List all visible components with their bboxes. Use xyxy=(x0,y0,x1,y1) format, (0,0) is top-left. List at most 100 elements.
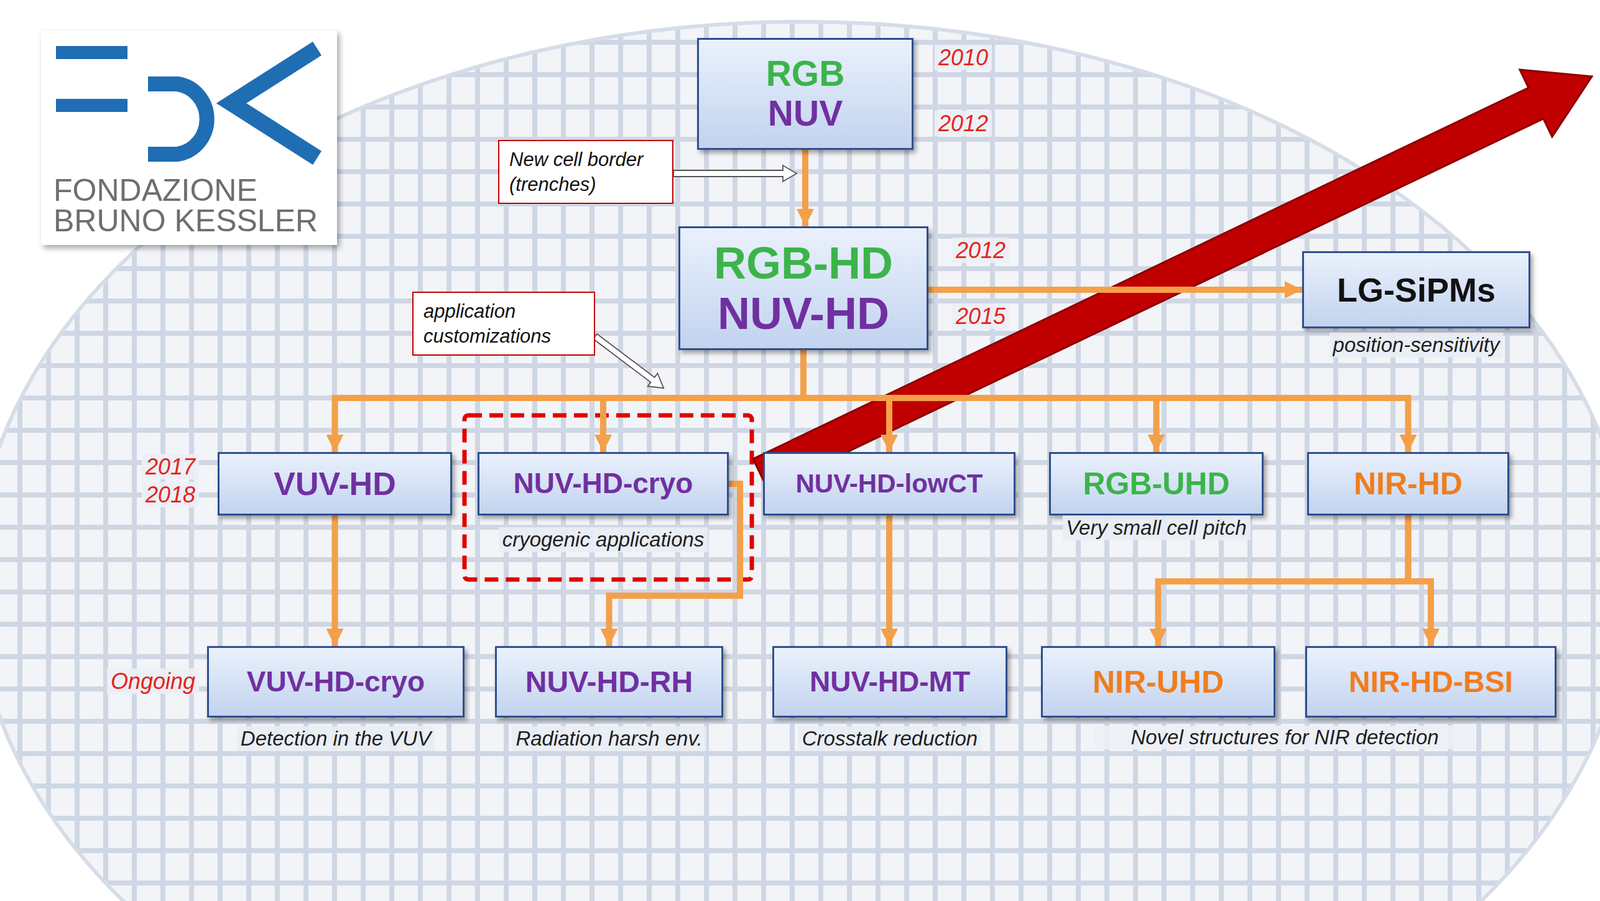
year-label: 2015 xyxy=(952,303,1010,329)
die-cell xyxy=(1309,109,1334,137)
product-caption: cryogenic applications xyxy=(498,527,709,553)
logo-bar xyxy=(55,46,128,60)
die-cell xyxy=(0,271,18,299)
product-caption: Very small cell pitch xyxy=(1062,515,1250,541)
die-cell xyxy=(22,271,47,299)
die-cell xyxy=(422,44,447,73)
die-cell xyxy=(1280,44,1305,73)
product-box: NUV-HD-cryocryogenic applications xyxy=(477,452,729,516)
logo-panel xyxy=(41,30,338,246)
die-cell xyxy=(1309,77,1334,105)
die-cell xyxy=(1166,44,1191,73)
die-cell xyxy=(0,303,18,331)
product-name: NUV-HD-RH xyxy=(525,665,693,699)
die-cell xyxy=(1509,141,1534,170)
die-cell xyxy=(1366,44,1391,73)
die-cell xyxy=(1567,853,1591,881)
die-cell xyxy=(1424,174,1448,202)
product-box: VUV-HD-cryoDetection in the VUV xyxy=(207,646,465,718)
product-name: RGB xyxy=(766,54,846,94)
die-cell xyxy=(1052,12,1076,40)
product-name: NUV-HD-lowCT xyxy=(795,468,984,499)
die-cell xyxy=(0,174,18,202)
die-cell xyxy=(0,368,18,396)
die-cell xyxy=(537,12,561,40)
die-cell xyxy=(1080,12,1105,40)
die-cell xyxy=(1538,238,1563,267)
die-cell xyxy=(1595,756,1600,784)
die-cell xyxy=(1595,44,1600,73)
die-cell xyxy=(1223,44,1248,73)
die-cell xyxy=(1252,77,1277,105)
die-cell xyxy=(50,271,75,299)
die-cell xyxy=(1137,12,1162,40)
year-label: 2010 xyxy=(934,44,992,71)
product-name: VUV-HD-cryo xyxy=(246,665,425,699)
die-cell xyxy=(1195,12,1219,40)
die-cell xyxy=(1595,271,1600,299)
die-cell xyxy=(1538,271,1563,299)
die-cell xyxy=(1595,12,1600,40)
product-caption: Crosstalk reduction xyxy=(798,726,982,752)
die-cell xyxy=(1538,885,1563,901)
product-name: VUV-HD xyxy=(273,465,396,502)
die-cell xyxy=(1567,885,1591,901)
lineage-connector xyxy=(1408,515,1432,647)
product-box: RGB-HDNUV-HD xyxy=(678,226,929,351)
status-label: Ongoing xyxy=(106,668,199,694)
die-cell xyxy=(394,12,418,40)
product-name: NUV-HD-MT xyxy=(809,665,971,699)
die-cell xyxy=(1481,12,1505,40)
lineage-connector xyxy=(802,149,809,227)
product-name: NUV-HD-cryo xyxy=(513,467,694,500)
product-box: NIR-UHD xyxy=(1040,646,1276,718)
die-cell xyxy=(1595,141,1600,170)
product-name: NIR-HD xyxy=(1353,466,1463,502)
die-cell xyxy=(1567,788,1591,816)
logo-text: FONDAZIONE xyxy=(53,172,258,209)
product-box: NUV-HD-MTCrosstalk reduction xyxy=(772,646,1008,718)
callout-arrow xyxy=(590,330,669,395)
die-cell xyxy=(1395,44,1420,73)
year-label: 2018 xyxy=(141,481,199,508)
callout-arrow-shape xyxy=(673,165,797,182)
die-cell xyxy=(1023,12,1048,40)
product-box: RGB-UHDVery small cell pitch xyxy=(1049,452,1264,516)
die-cell xyxy=(1567,335,1591,364)
die-cell xyxy=(1595,885,1600,901)
die-cell xyxy=(1424,44,1448,73)
die-cell xyxy=(337,12,361,40)
product-box: LG-SiPMsposition-sensitivity xyxy=(1302,251,1531,329)
die-cell xyxy=(1538,303,1563,331)
die-cell xyxy=(1567,820,1591,849)
product-caption: position-sensitivity xyxy=(1329,332,1504,358)
product-name: NIR-HD-BSI xyxy=(1348,665,1513,699)
die-cell xyxy=(1366,109,1391,137)
die-cell xyxy=(1252,12,1277,40)
die-cell xyxy=(22,853,47,881)
die-cell xyxy=(1595,368,1600,396)
die-cell xyxy=(1252,44,1277,73)
die-cell xyxy=(79,885,104,901)
die-cell xyxy=(1452,44,1477,73)
die-cell xyxy=(565,12,590,40)
callout-text: application customizations xyxy=(423,299,584,349)
die-cell xyxy=(1424,77,1448,105)
year-label: 2012 xyxy=(934,110,992,137)
die-cell xyxy=(0,885,18,901)
die-cell xyxy=(1481,44,1505,73)
die-cell xyxy=(1567,44,1591,73)
lineage-connector xyxy=(603,350,804,453)
product-name: RGB-HD xyxy=(713,238,893,289)
die-cell xyxy=(1595,853,1600,881)
die-cell xyxy=(50,853,75,881)
die-cell xyxy=(1509,174,1534,202)
die-cell xyxy=(394,44,418,73)
die-cell xyxy=(0,206,18,234)
die-cell xyxy=(337,44,361,73)
die-cell xyxy=(1509,206,1534,234)
die-cell xyxy=(1223,12,1248,40)
die-cell xyxy=(1538,174,1563,202)
callout-box: New cell border (trenches) xyxy=(498,139,674,204)
die-cell xyxy=(1338,77,1362,105)
